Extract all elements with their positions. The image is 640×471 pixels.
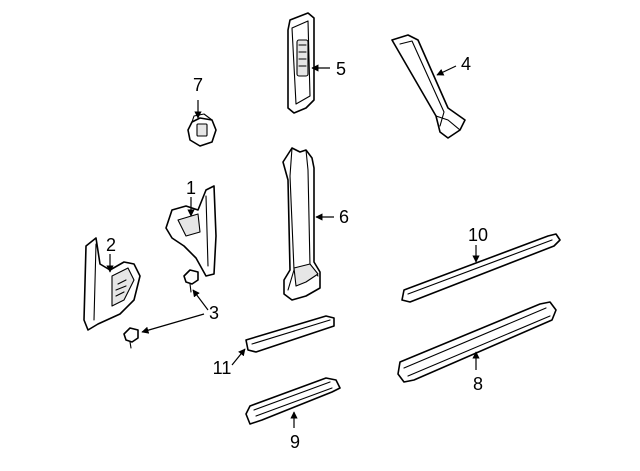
callout-6: 6: [339, 207, 349, 227]
callout-9: 9: [290, 432, 300, 452]
part-1-kick-panel: [165, 185, 217, 277]
leader-lines: [106, 64, 480, 428]
part-11-sill-strip: [245, 315, 335, 353]
leader-3b: [141, 313, 205, 334]
part-2-kick-panel-lower: [83, 237, 141, 331]
leader-3a: [192, 289, 209, 311]
callout-2: 2: [106, 235, 116, 255]
part-6-lower-pillar-trim: [282, 147, 321, 301]
part-3-fastener-upper: [183, 269, 199, 293]
leader-11: [231, 348, 246, 366]
part-4-windshield-pillar-trim: [391, 34, 466, 139]
callout-7: 7: [193, 75, 203, 95]
leader-4: [436, 65, 457, 76]
callout-10: 10: [468, 225, 488, 245]
part-9-scuff-plate: [245, 377, 341, 425]
callout-labels: 1 2 3 4 5 6 7 8 9 10 11: [106, 54, 488, 452]
callout-1: 1: [186, 178, 196, 198]
callout-4: 4: [461, 54, 471, 74]
callout-11: 11: [213, 358, 232, 378]
callout-8: 8: [473, 374, 483, 394]
callout-5: 5: [336, 59, 346, 79]
callout-3: 3: [209, 303, 219, 323]
part-10-sill-plate: [401, 233, 561, 303]
part-8-rocker-molding: [397, 301, 557, 383]
part-7-clip: [187, 113, 217, 147]
part-3-fastener-lower: [123, 327, 139, 349]
part-5-upper-pillar-trim: [287, 12, 315, 114]
